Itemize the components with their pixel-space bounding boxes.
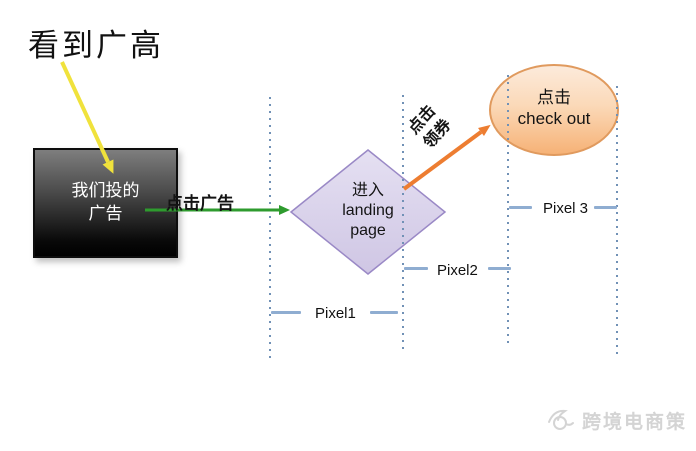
pixel1-line-left	[271, 311, 301, 314]
see-ad-yellow-arrow	[60, 61, 114, 174]
pixel3-label: Pixel 3	[543, 200, 589, 217]
pixel1-label: Pixel1	[315, 305, 356, 322]
ad-box-label: 我们投的 广告	[71, 181, 140, 223]
checkout-ellipse-label: 点击 check out	[517, 88, 591, 128]
dotted-line-3	[507, 75, 509, 347]
landing-diamond-label: 进入 landing page	[342, 182, 394, 239]
watermark-text: 跨境电商策	[582, 411, 688, 433]
pixel3-line-left	[509, 206, 532, 209]
click-ad-label: 点击广告	[166, 194, 234, 213]
checkout-ellipse	[489, 64, 619, 156]
dotted-line-4	[616, 86, 618, 354]
pixel2-line-right	[488, 267, 511, 270]
click-coupon-orange-arrow	[402, 124, 491, 191]
swallow-bird-icon	[548, 409, 574, 430]
dotted-line-1	[269, 97, 271, 361]
landing-page-diamond	[289, 149, 447, 275]
pixel3-line-right	[594, 206, 617, 209]
pixel2-label: Pixel2	[437, 262, 478, 279]
page-title: 看到广高	[28, 28, 164, 63]
pixel1-line-right	[370, 311, 398, 314]
watermark: 跨境电商策	[546, 406, 687, 434]
pixel2-line-left	[404, 267, 428, 270]
dotted-line-2	[402, 95, 404, 352]
